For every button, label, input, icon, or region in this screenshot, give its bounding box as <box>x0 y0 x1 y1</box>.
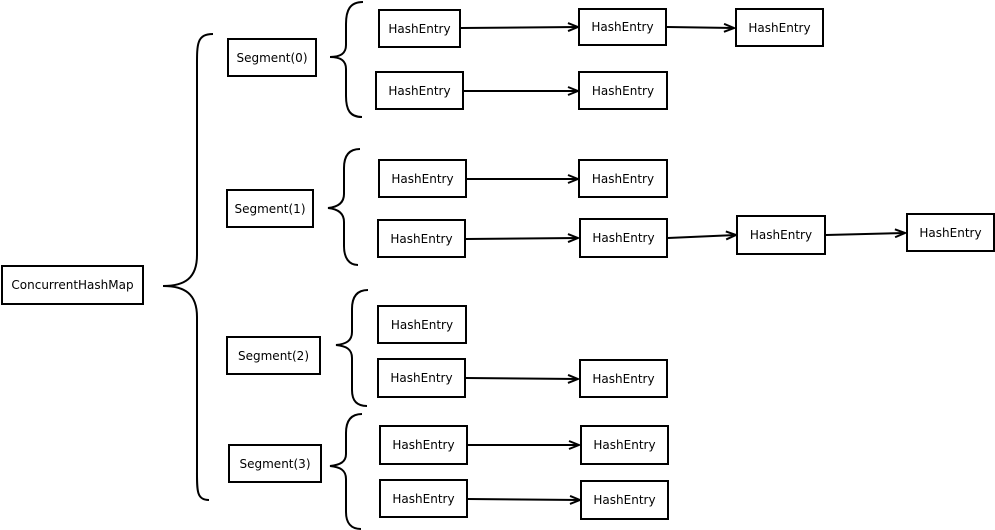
hash-entry-node: HashEntry <box>378 159 467 198</box>
hash-entry-node: HashEntry <box>578 159 668 198</box>
segment-2-brace <box>335 289 369 407</box>
chain-arrow <box>467 499 580 500</box>
hash-entry-node: HashEntry <box>906 213 995 252</box>
segment-1-node: Segment(1) <box>226 189 314 228</box>
hash-entry-node: HashEntry <box>379 425 468 465</box>
hash-entry-node: HashEntry <box>377 219 466 258</box>
hash-entry-node: HashEntry <box>579 218 668 258</box>
hash-entry-node: HashEntry <box>578 8 667 46</box>
hash-entry-node: HashEntry <box>377 358 466 398</box>
chain-arrow <box>825 233 905 235</box>
hash-entry-node: HashEntry <box>735 8 824 47</box>
segment-3-node: Segment(3) <box>228 444 322 483</box>
segment-2-node: Segment(2) <box>226 336 321 375</box>
chain-arrow <box>465 378 578 379</box>
hash-entry-node: HashEntry <box>378 9 461 48</box>
segment-3-brace <box>329 413 363 530</box>
root-node: ConcurrentHashMap <box>1 265 144 305</box>
segment-0-node: Segment(0) <box>227 38 317 77</box>
hash-entry-node: HashEntry <box>377 305 467 344</box>
hash-entry-node: HashEntry <box>580 425 669 465</box>
hash-entry-node: HashEntry <box>579 359 668 398</box>
chain-arrow <box>465 238 578 239</box>
segment-1-brace <box>327 148 361 266</box>
chain-arrow <box>666 27 734 28</box>
hash-entry-node: HashEntry <box>379 479 468 518</box>
root-brace <box>162 33 214 501</box>
hash-entry-node: HashEntry <box>578 71 668 110</box>
hash-entry-node: HashEntry <box>736 215 826 255</box>
chain-arrow <box>667 235 736 238</box>
hash-entry-node: HashEntry <box>580 480 669 520</box>
hash-entry-node: HashEntry <box>375 71 464 110</box>
chain-arrow <box>460 27 578 28</box>
segment-0-brace <box>329 1 364 118</box>
